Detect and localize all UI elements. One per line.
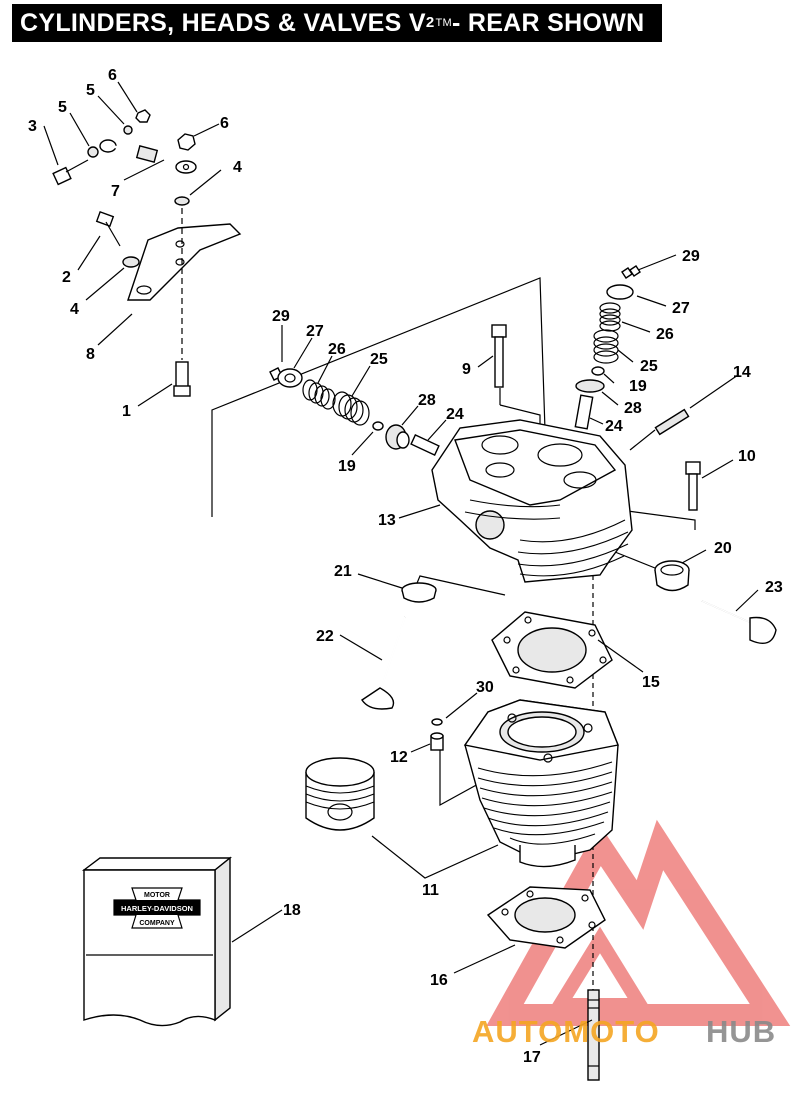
washer-4-part [174,196,190,206]
callout-19-left: 19 [338,458,356,475]
callout-23: 23 [765,579,783,596]
callout-4-top: 4 [233,159,242,176]
callout-9: 9 [462,361,471,378]
base-gasket-16-part [486,886,606,949]
linkage-assembly [52,109,242,397]
leader-lines [43,81,759,1046]
callout-3: 3 [28,118,37,135]
spring-26-part [302,379,336,410]
o-ring-30-part [431,718,443,726]
callout-25-left: 25 [370,351,388,368]
callout-20: 20 [714,540,732,557]
callout-24-right: 24 [605,418,623,435]
callout-30: 30 [476,679,494,696]
callout-24-left: 24 [446,406,464,423]
callout-28-right: 28 [624,400,642,417]
head-bolt-9-part [491,324,507,388]
rod-7-part [99,139,197,174]
retainer-27-part [277,368,303,388]
callout-27-left: 27 [306,323,324,340]
callout-10: 10 [738,448,756,465]
manual-logo-line1: MOTOR [144,892,170,899]
callout-5-right: 5 [86,82,95,99]
nut-6-part [135,109,151,123]
service-manual-18-part: MOTOR HARLEY-DAVIDSON COMPANY [81,856,232,1027]
valve-seat-21-part [401,582,437,603]
spring-25b-part [593,329,619,364]
callout-15: 15 [642,674,660,691]
stud-14-part [654,408,690,436]
callout-21: 21 [334,563,352,580]
manual-logo-line2: HARLEY-DAVIDSON [121,904,193,913]
seat-19-part [372,421,384,431]
callout-27-right: 27 [672,300,690,317]
callout-7: 7 [111,183,120,200]
callout-29-left: 29 [272,308,290,325]
seat-19b-part [591,366,605,376]
retainer-27b-part [606,284,634,300]
washer-5-part [87,146,99,158]
callout-28-left: 28 [418,392,436,409]
callout-19-right: 19 [629,378,647,395]
callout-17: 17 [523,1049,541,1066]
bolt-1-part [173,361,191,397]
manual-logo-line3: COMPANY [139,920,175,927]
callout-22: 22 [316,628,334,645]
valve-22-part [361,616,406,710]
callout-11: 11 [422,882,439,899]
bolt-2-part [95,211,121,247]
valve-23-part [701,600,777,644]
seal-28b-part [575,379,605,393]
washer-4b-part [122,256,140,268]
watermark-text: AUTOMOTO HUB [472,1014,776,1049]
callout-25-right: 25 [640,358,658,375]
dowel-12-part [430,732,444,751]
callout-2: 2 [62,269,71,286]
cylinder-11-part [463,699,619,868]
callout-8: 8 [86,346,95,363]
title-main: CYLINDERS, HEADS & VALVES V [20,8,426,37]
left-valve-train [269,367,440,456]
watermark-part2: HUB [706,1014,776,1049]
callout-1: 1 [122,403,131,420]
guide-24-part [410,434,440,456]
callout-18: 18 [283,902,301,919]
callout-6-top: 6 [108,67,117,84]
watermark-part1: AUTOMOTO [472,1014,660,1049]
seal-28-part [385,424,410,450]
valve-seat-20-part [654,560,690,592]
callout-26-left: 26 [328,341,346,358]
bolt-3-part [52,159,89,186]
stud-17-part [587,989,600,1081]
head-bolt-10-part [685,461,701,511]
nut-6b-part [177,133,196,151]
callout-4-bottom: 4 [70,301,79,318]
callout-16: 16 [430,972,448,989]
callout-13: 13 [378,512,396,529]
piston-part [305,757,375,831]
callout-26-right: 26 [656,326,674,343]
right-valve-train [574,265,641,430]
manual-bar-shield-logo: MOTOR HARLEY-DAVIDSON COMPANY [113,887,201,929]
spring-26b-part [599,302,621,332]
head-gasket-15-part [491,611,613,689]
callout-14: 14 [733,364,751,381]
title-rest: - REAR SHOWN [451,8,645,37]
guide-24b-part [574,394,594,430]
callout-5-left: 5 [58,99,67,116]
callout-labels: 1 2 3 4 4 5 5 6 6 7 8 9 10 11 12 13 14 1… [28,67,783,1066]
callout-29-right: 29 [682,248,700,265]
spring-25-part [332,391,370,426]
callout-12: 12 [390,749,408,766]
cylinder-head-13-part [431,419,633,583]
callout-6-right: 6 [220,115,229,132]
washer-5b-part [123,125,133,135]
watermark-logo [486,819,791,1026]
